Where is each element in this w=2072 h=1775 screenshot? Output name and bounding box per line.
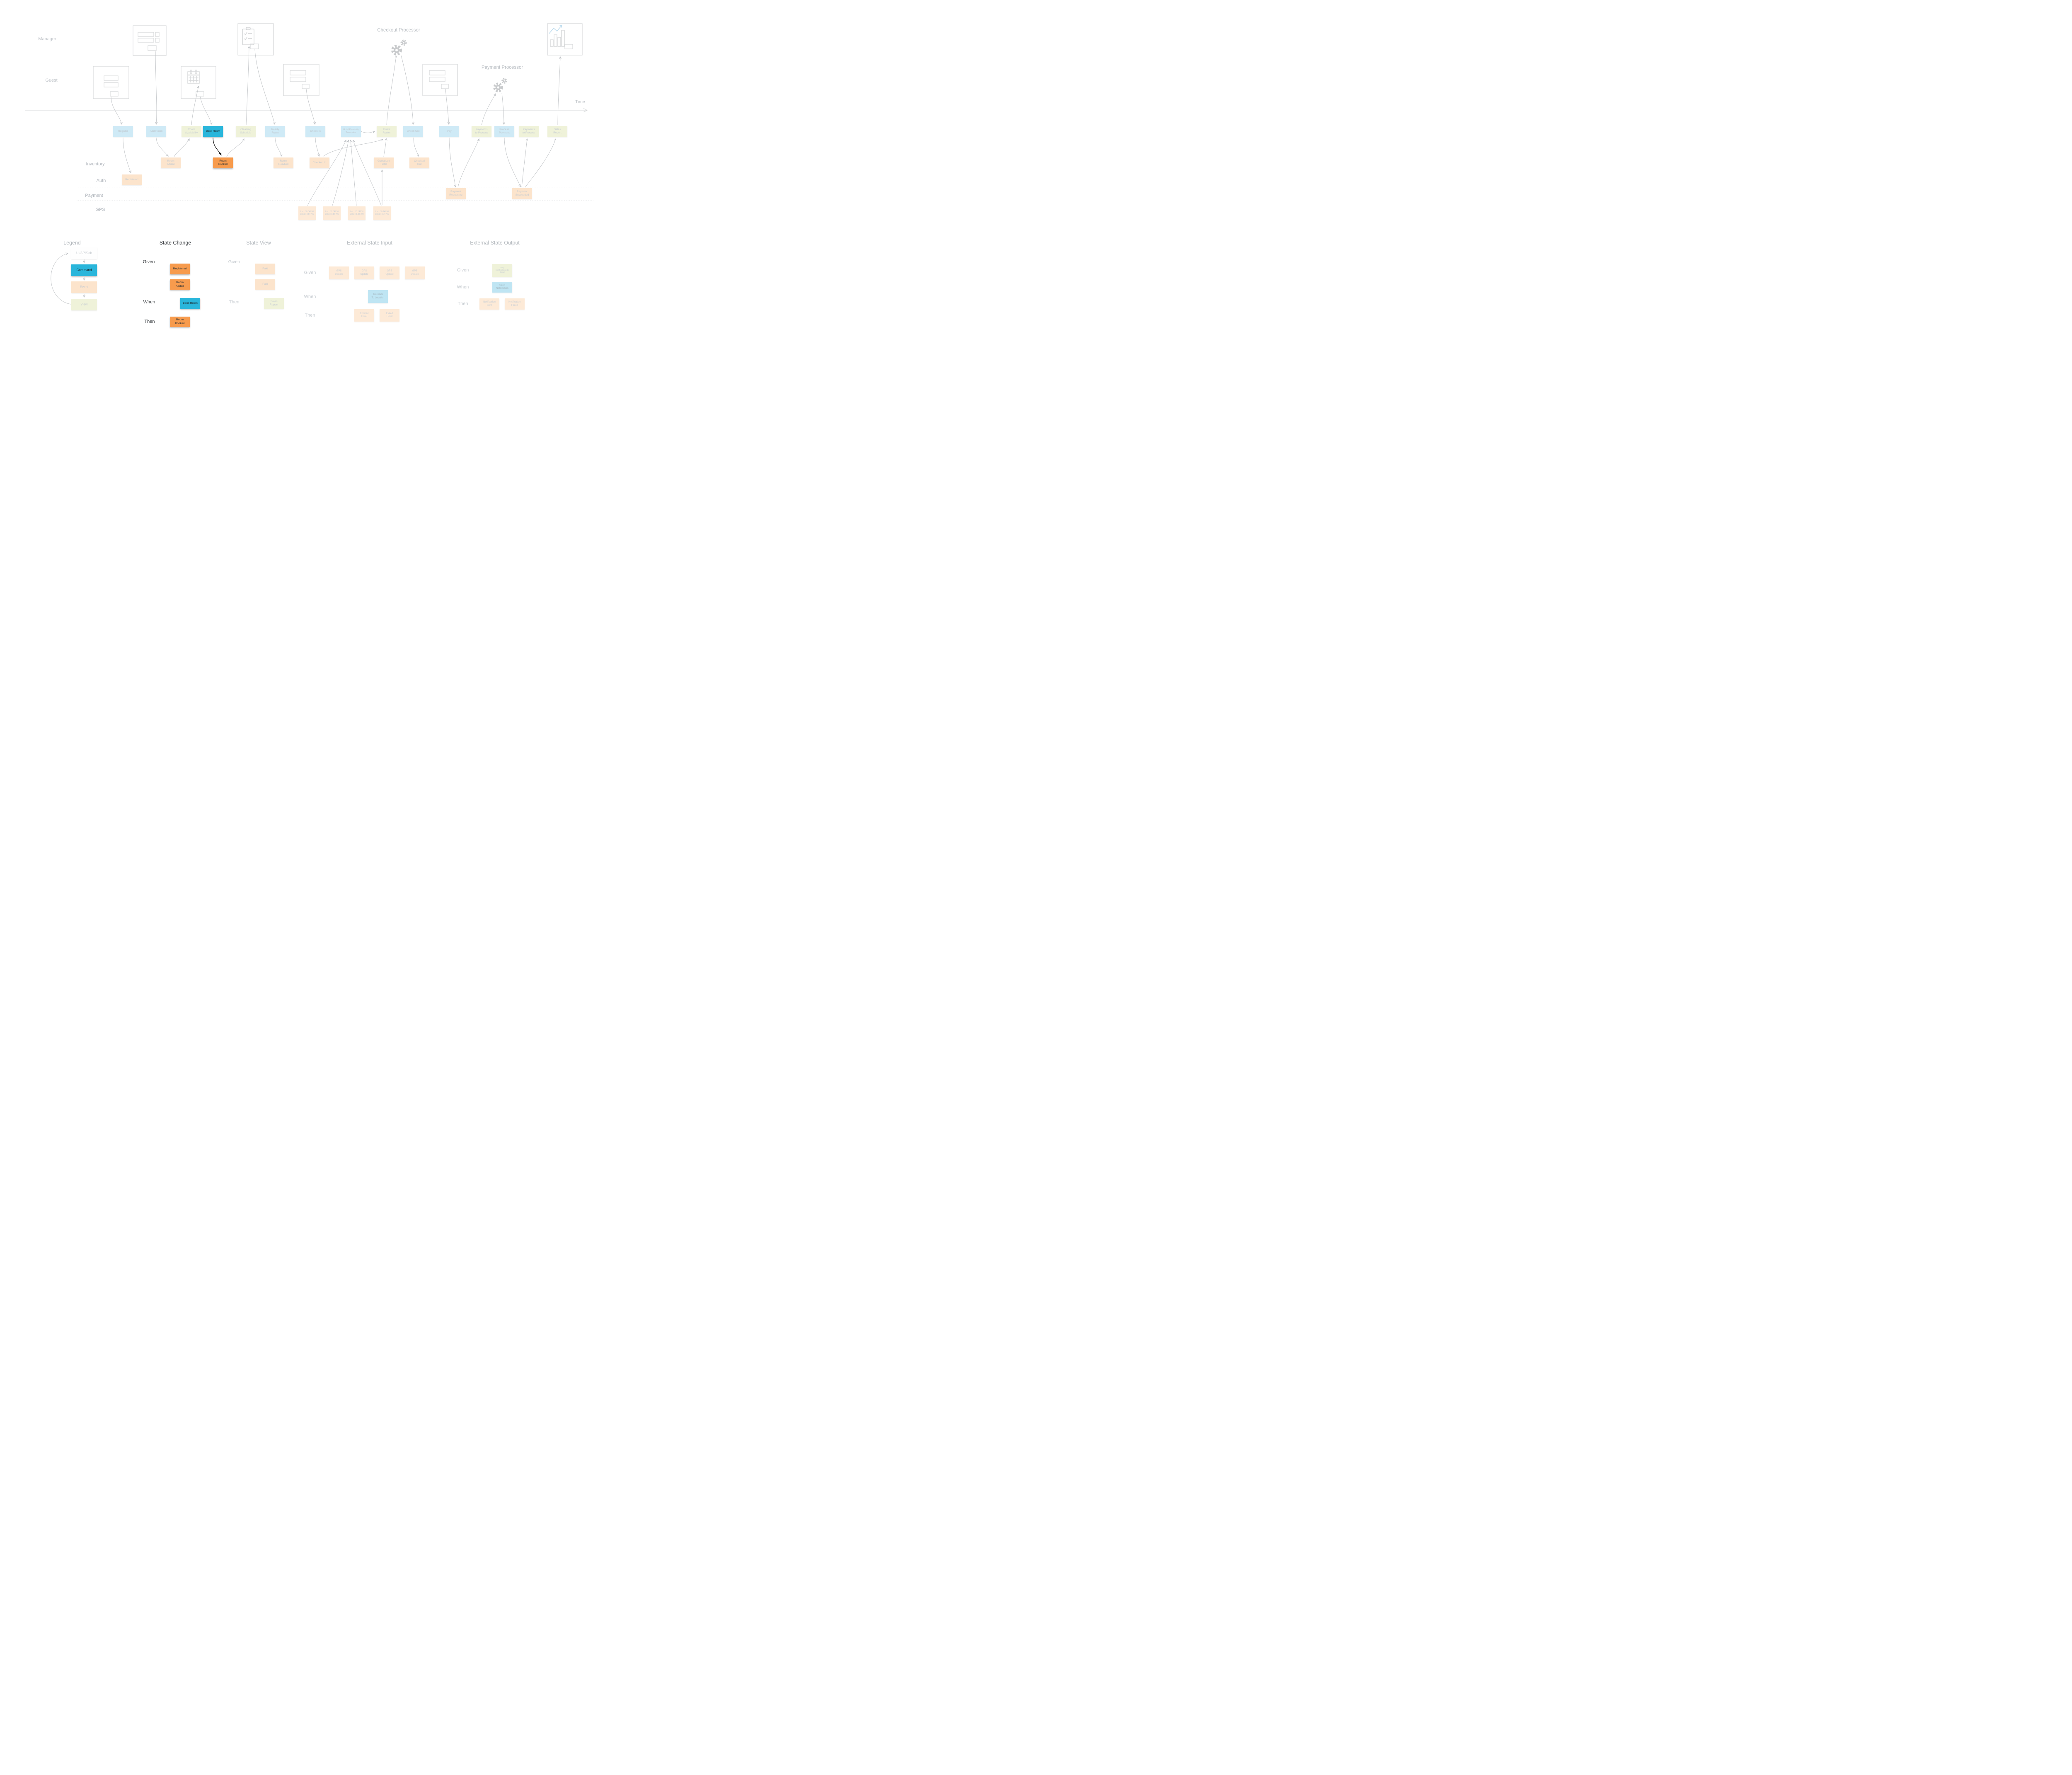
sticky-check-in[interactable]: Check In bbox=[305, 126, 325, 137]
sticky-room-added[interactable]: Room Added bbox=[161, 157, 181, 168]
active-flow-arrow bbox=[213, 137, 222, 156]
sc-room-booked[interactable]: Room Booked bbox=[170, 317, 190, 327]
sv-then: Then bbox=[229, 300, 240, 305]
sc-registered[interactable]: Registered bbox=[170, 264, 190, 274]
sticky-gps-1[interactable]: Lat : 50.04836 Long : 8.56790 bbox=[298, 206, 316, 220]
processor-checkout: Checkout Processor bbox=[377, 28, 420, 33]
eso-notification-sent[interactable]: Notification Sent bbox=[479, 298, 499, 310]
sticky-check-out[interactable]: Check Out bbox=[403, 126, 423, 137]
eso-notification-failed[interactable]: Notification Failed bbox=[505, 298, 525, 310]
sticky-process-payment[interactable]: Process Payment bbox=[494, 126, 514, 137]
title-external-state-output: External State Output bbox=[470, 240, 520, 246]
lane-gps: GPS bbox=[95, 207, 105, 212]
title-state-view: State View bbox=[246, 240, 271, 246]
esi-gps-update-1[interactable]: GPS Update bbox=[329, 266, 349, 279]
title-external-state-input: External State Input bbox=[347, 240, 392, 246]
sticky-payments-to-process-1[interactable]: Payments to Process bbox=[472, 126, 491, 137]
esi-translate-to-location[interactable]: Translate To Location bbox=[368, 290, 388, 303]
sticky-payments-to-process-2[interactable]: Payments to Process bbox=[519, 126, 539, 137]
sv-paid-1[interactable]: Paid bbox=[255, 264, 275, 274]
sticky-guest-left-hotel[interactable]: Guest Left Hotel bbox=[374, 157, 394, 168]
eso-when: When bbox=[457, 285, 469, 290]
esi-entered-hotel[interactable]: Entered Hotel bbox=[354, 309, 374, 322]
sc-book-room[interactable]: Book Room bbox=[180, 298, 200, 309]
lane-inventory: Inventory bbox=[86, 162, 105, 167]
time-axis-label: Time bbox=[575, 99, 586, 104]
gear-icon bbox=[493, 78, 507, 92]
clipboard-icon bbox=[242, 27, 254, 45]
esi-gps-update-3[interactable]: GPS Update bbox=[380, 266, 399, 279]
actor-manager: Manager bbox=[38, 36, 56, 41]
sc-then: Then bbox=[144, 319, 155, 324]
esi-gps-update-4[interactable]: GPS Update bbox=[405, 266, 425, 279]
lane-payment: Payment bbox=[85, 193, 103, 198]
sticky-room-availability[interactable]: Room Availability bbox=[182, 126, 201, 137]
legend-command[interactable]: Command bbox=[71, 264, 97, 276]
title-legend: Legend bbox=[63, 240, 81, 246]
checkout-processor-gears[interactable] bbox=[391, 39, 407, 56]
sv-paid-2[interactable]: Paid bbox=[255, 279, 275, 290]
flow-arrows bbox=[51, 46, 562, 305]
wireframe-manager-form[interactable] bbox=[133, 25, 167, 56]
calendar-icon bbox=[187, 70, 200, 84]
sticky-add-room[interactable]: Add Room bbox=[146, 126, 166, 137]
sticky-gps-3[interactable]: Lat : 50.14836 Long : 8.66790 bbox=[348, 206, 366, 220]
sticky-gps-2[interactable]: Lat : 50.04836 Long : 8.56790 bbox=[323, 206, 341, 220]
payment-processor-gears[interactable] bbox=[493, 78, 507, 92]
sticky-registered[interactable]: Registered bbox=[122, 174, 142, 185]
sticky-book-room[interactable]: Book Room bbox=[203, 126, 223, 137]
sticky-register[interactable]: Register bbox=[113, 126, 133, 137]
sticky-payment-succeeded[interactable]: Payment Succeeded bbox=[512, 188, 532, 199]
sticky-payment-requested[interactable]: Payment Requested bbox=[446, 188, 466, 199]
wireframe-booking-calendar[interactable] bbox=[181, 66, 216, 99]
eso-given: Given bbox=[457, 268, 469, 273]
sv-given: Given bbox=[228, 259, 240, 264]
legend-ui-api-job[interactable]: UI/API/Job bbox=[71, 247, 97, 259]
sticky-checked-out[interactable]: Checked Out bbox=[409, 157, 429, 168]
wireframe-payment-form[interactable] bbox=[422, 64, 458, 96]
sc-given: Given bbox=[143, 259, 155, 264]
sticky-sales-report[interactable]: Sales Report bbox=[547, 126, 567, 137]
esi-given: Given bbox=[304, 270, 316, 275]
eso-stay-notifications[interactable]: Stay Notifications to Send bbox=[492, 264, 512, 277]
wireframe-guest-login[interactable] bbox=[93, 66, 129, 99]
trend-line-icon bbox=[549, 25, 562, 34]
eso-send-notification[interactable]: Send Notification bbox=[492, 282, 512, 293]
title-state-change: State Change bbox=[159, 240, 191, 246]
lane-auth: Auth bbox=[96, 178, 106, 183]
actor-guest: Guest bbox=[45, 78, 58, 83]
processor-payment: Payment Processor bbox=[481, 65, 523, 70]
gear-icon bbox=[391, 39, 407, 56]
sticky-gps-4[interactable]: Lat : 50.14836 Long : 8.76790 bbox=[373, 206, 391, 220]
sticky-guest-roster[interactable]: Guest Roster bbox=[377, 126, 397, 137]
esi-gps-update-2[interactable]: GPS Update bbox=[354, 266, 374, 279]
sticky-ready-room[interactable]: Ready Room bbox=[265, 126, 285, 137]
sv-sales-report[interactable]: Sales Report bbox=[264, 298, 284, 309]
bar-chart-icon bbox=[550, 30, 565, 47]
lane-dividers bbox=[77, 173, 593, 201]
eso-then: Then bbox=[457, 301, 468, 306]
time-axis bbox=[25, 108, 588, 112]
sticky-hotel-proximity-translator[interactable]: Hotel Proximity Translator bbox=[341, 126, 361, 137]
legend-event[interactable]: Event bbox=[71, 281, 97, 293]
sticky-room-readied[interactable]: Room Readied bbox=[274, 157, 293, 168]
sticky-checked-in[interactable]: Checked In bbox=[310, 157, 329, 168]
esi-exited-hotel[interactable]: Exited Hotel bbox=[380, 309, 399, 322]
wireframe-checkin-form[interactable] bbox=[283, 64, 320, 96]
wireframe-sales-report[interactable] bbox=[547, 23, 583, 56]
diagram-connectors-layer bbox=[25, 23, 593, 305]
sc-room-added[interactable]: Room Added bbox=[170, 279, 190, 290]
legend-view[interactable]: View bbox=[71, 299, 97, 310]
sticky-cleaning-schedule[interactable]: Cleaning Schedule bbox=[236, 126, 256, 137]
sticky-pay[interactable]: Pay bbox=[439, 126, 459, 137]
wireframe-cleaning-checklist[interactable] bbox=[237, 23, 274, 56]
esi-then: Then bbox=[305, 313, 315, 318]
sc-when: When bbox=[143, 300, 155, 305]
sticky-room-booked[interactable]: Room Booked bbox=[213, 157, 233, 168]
esi-when: When bbox=[304, 294, 316, 299]
